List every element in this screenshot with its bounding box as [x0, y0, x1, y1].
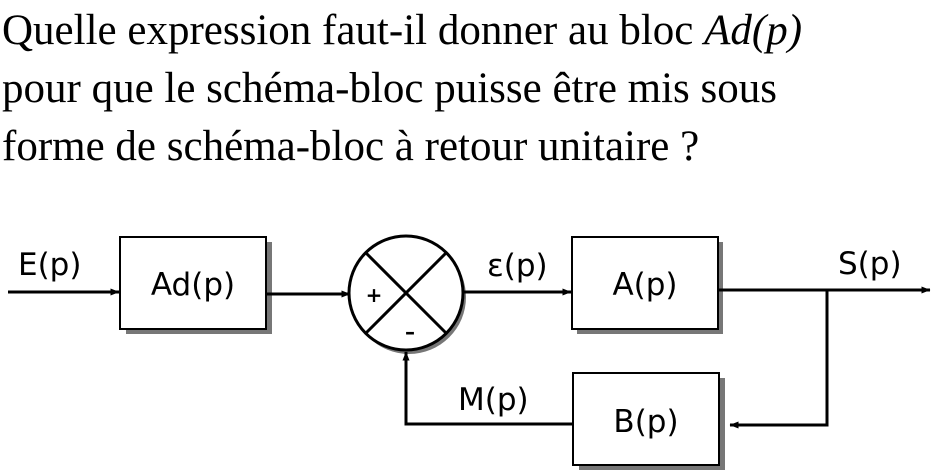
question-line-3: forme de schéma-bloc à retour unitaire ?	[2, 123, 700, 170]
feedback-signal-label: M(p)	[458, 382, 529, 418]
question-math-ad: Ad(p)	[704, 7, 803, 54]
question-text: Quelle expression faut-il donner au bloc…	[2, 2, 950, 176]
question-line-2: pour que le schéma-bloc puisse être mis …	[2, 65, 778, 112]
block-b-label: B(p)	[613, 404, 678, 440]
question-line-1: Quelle expression faut-il donner au bloc…	[2, 2, 950, 60]
block-a	[571, 236, 719, 330]
block-ad-label: Ad(p)	[151, 267, 235, 303]
question-line-1-text: Quelle expression faut-il donner au bloc	[2, 7, 705, 54]
block-a-label: A(p)	[612, 267, 677, 303]
summer-plus-sign: +	[366, 283, 383, 307]
block-b	[572, 372, 720, 466]
output-signal-label: S(p)	[838, 246, 902, 282]
feedback-path-left	[402, 351, 573, 426]
block-ad	[119, 236, 267, 330]
error-signal-label: ε(p)	[487, 248, 548, 284]
input-signal-label: E(p)	[18, 247, 81, 283]
feedback-path-right	[729, 290, 829, 429]
summer-minus-sign: –	[405, 320, 415, 344]
